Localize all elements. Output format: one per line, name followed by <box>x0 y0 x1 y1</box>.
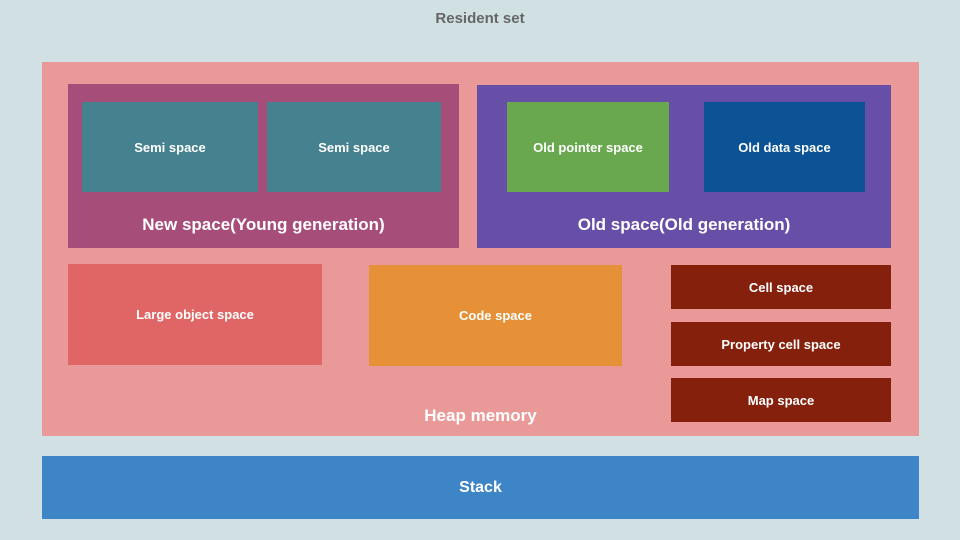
old-data-space-box: Old data space <box>704 102 865 192</box>
heap-memory-label: Heap memory <box>424 406 537 425</box>
old-space-label: Old space(Old generation) <box>577 215 791 234</box>
semi-space-box-2: Semi space <box>267 102 441 192</box>
large-object-space-box: Large object space <box>68 264 322 365</box>
diagram-title: Resident set <box>435 10 525 27</box>
property-cell-space-box: Property cell space <box>671 322 891 366</box>
heap-memory-region: Semi space Semi space New space(Young ge… <box>42 62 919 436</box>
new-space-region: Semi space Semi space New space(Young ge… <box>68 84 459 248</box>
stack-bar: Stack <box>42 456 919 519</box>
map-space-box: Map space <box>671 378 891 422</box>
cell-space-box: Cell space <box>671 265 891 309</box>
new-space-label: New space(Young generation) <box>142 215 385 234</box>
code-space-box: Code space <box>369 265 622 366</box>
old-space-region: Old pointer space Old data space Old spa… <box>477 85 891 248</box>
semi-space-box-1: Semi space <box>82 102 258 192</box>
old-pointer-space-box: Old pointer space <box>507 102 669 192</box>
